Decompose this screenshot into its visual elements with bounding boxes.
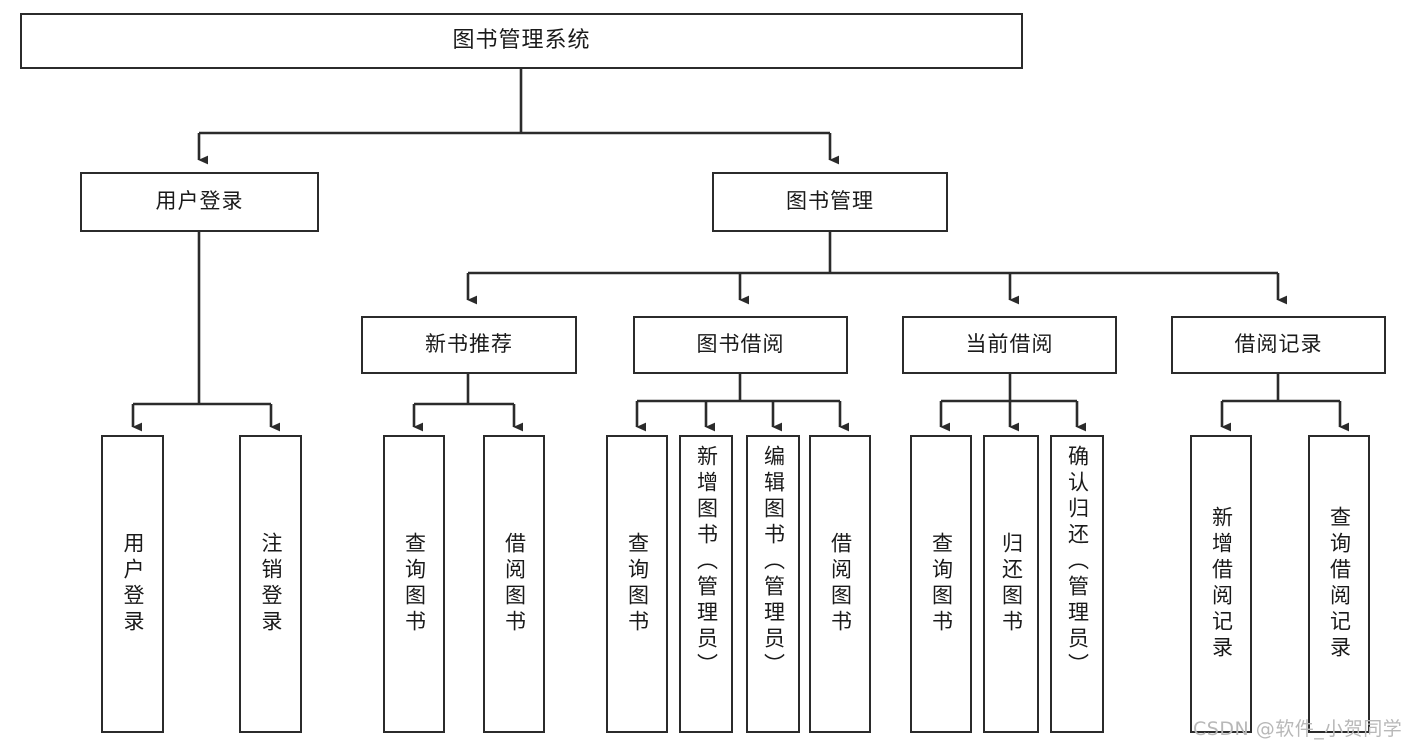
node-book-borrow-label: 图书借阅 xyxy=(696,332,785,357)
node-borrow-record-label: 借阅记录 xyxy=(1234,332,1323,357)
csdn-watermark: CSDN @软件_小贺同学 xyxy=(1193,718,1403,740)
leaf-query-book-1[interactable]: 查询图书 xyxy=(383,435,445,733)
leaf-query-record[interactable]: 查询借阅记录 xyxy=(1308,435,1370,733)
leaf-query-book-1-label: 查询图书 xyxy=(402,532,427,636)
node-borrow-record[interactable]: 借阅记录 xyxy=(1171,316,1386,374)
leaf-logout-login-label: 注销登录 xyxy=(259,532,283,636)
leaf-query-book-2-label: 查询图书 xyxy=(625,532,650,636)
leaf-user-login-label: 用户登录 xyxy=(121,532,145,636)
node-book-manage-label: 图书管理 xyxy=(786,189,874,214)
leaf-return-book[interactable]: 归还图书 xyxy=(983,435,1039,733)
leaf-borrow-book-2-label: 借阅图书 xyxy=(828,532,853,636)
node-user-login[interactable]: 用户登录 xyxy=(80,172,319,232)
node-root-label: 图书管理系统 xyxy=(452,27,591,53)
leaf-confirm-return[interactable]: 确认归还（管理员） xyxy=(1050,435,1104,733)
leaf-edit-book-label: 编辑图书（管理员） xyxy=(761,445,786,679)
leaf-borrow-book-2[interactable]: 借阅图书 xyxy=(809,435,871,733)
leaf-query-book-3-label: 查询图书 xyxy=(929,532,954,636)
leaf-borrow-book-1-label: 借阅图书 xyxy=(502,532,527,636)
leaf-return-book-label: 归还图书 xyxy=(999,532,1024,636)
node-book-manage[interactable]: 图书管理 xyxy=(712,172,948,232)
leaf-add-record-label: 新增借阅记录 xyxy=(1209,506,1234,662)
leaf-add-book[interactable]: 新增图书（管理员） xyxy=(679,435,733,733)
node-user-login-label: 用户登录 xyxy=(155,189,244,214)
node-new-book-recommend-label: 新书推荐 xyxy=(425,332,513,357)
leaf-confirm-return-label: 确认归还（管理员） xyxy=(1065,445,1090,679)
node-current-borrow[interactable]: 当前借阅 xyxy=(902,316,1117,374)
leaf-edit-book[interactable]: 编辑图书（管理员） xyxy=(746,435,800,733)
leaf-user-login[interactable]: 用户登录 xyxy=(101,435,164,733)
node-current-borrow-label: 当前借阅 xyxy=(965,332,1054,357)
node-root[interactable]: 图书管理系统 xyxy=(20,13,1023,69)
leaf-query-book-3[interactable]: 查询图书 xyxy=(910,435,972,733)
leaf-borrow-book-1[interactable]: 借阅图书 xyxy=(483,435,545,733)
leaf-query-book-2[interactable]: 查询图书 xyxy=(606,435,668,733)
leaf-add-record[interactable]: 新增借阅记录 xyxy=(1190,435,1252,733)
leaf-query-record-label: 查询借阅记录 xyxy=(1327,506,1352,662)
leaf-logout-login[interactable]: 注销登录 xyxy=(239,435,302,733)
leaf-add-book-label: 新增图书（管理员） xyxy=(694,445,719,679)
node-book-borrow[interactable]: 图书借阅 xyxy=(633,316,848,374)
node-new-book-recommend[interactable]: 新书推荐 xyxy=(361,316,577,374)
